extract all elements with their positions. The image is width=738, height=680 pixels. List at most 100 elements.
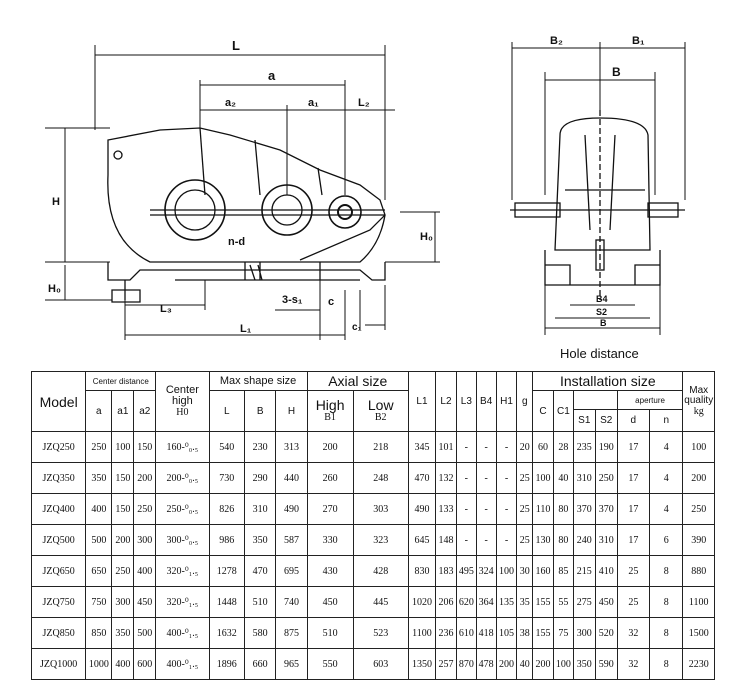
model-cell: JZQ250	[30, 431, 87, 463]
table-cell: 440	[275, 462, 308, 494]
table-cell: 250	[85, 431, 113, 463]
dim-label-B4: B4	[596, 294, 608, 304]
table-cell: 290	[243, 462, 277, 494]
table-cell: 418	[475, 617, 497, 649]
table-cell: 8	[649, 586, 684, 618]
table-cell: 200	[133, 462, 157, 494]
table-cell: 445	[352, 586, 409, 618]
dim-label-L2: L₂	[358, 97, 370, 109]
table-cell: 218	[352, 431, 409, 463]
table-cell: 200	[532, 648, 554, 680]
table-cell: 695	[275, 555, 308, 587]
header-aperture: aperture	[616, 390, 684, 410]
table-cell: 105	[495, 617, 518, 649]
table-cell: 183	[435, 555, 457, 587]
table-cell: 470	[243, 555, 277, 587]
table-cell: 490	[275, 493, 308, 525]
table-cell: 1448	[208, 586, 245, 618]
dim-label-a2: a₂	[225, 97, 236, 109]
table-cell: 523	[352, 617, 409, 649]
table-cell: 500	[85, 524, 113, 556]
table-cell: 248	[352, 462, 409, 494]
table-cell: 4	[649, 493, 684, 525]
table-cell: 38	[516, 617, 534, 649]
table-cell: -	[475, 431, 497, 463]
table-cell: 17	[616, 524, 651, 556]
table-cell: 80	[552, 493, 574, 525]
table-cell: 428	[352, 555, 409, 587]
dim-label-nd: n-d	[228, 236, 245, 248]
header-C: C	[532, 390, 554, 432]
dim-label-B: B	[612, 65, 621, 79]
table-cell: 880	[682, 555, 715, 587]
table-cell: 620	[455, 586, 477, 618]
header-S1: S1	[572, 409, 596, 432]
header-blank	[572, 390, 618, 410]
table-cell: 4	[649, 462, 684, 494]
table-cell: 587	[275, 524, 308, 556]
table-cell: 28	[552, 431, 574, 463]
table-cell: 730	[208, 462, 245, 494]
table-cell: 350	[111, 617, 135, 649]
table-cell: 510	[306, 617, 354, 649]
table-cell: 345	[407, 431, 437, 463]
table-cell: 110	[532, 493, 554, 525]
header-model: Model	[30, 371, 87, 432]
table-cell: 100	[111, 431, 135, 463]
table-cell: 350	[572, 648, 596, 680]
table-cell: 150	[111, 493, 135, 525]
table-cell: 17	[616, 462, 651, 494]
table-cell: 310	[243, 493, 277, 525]
table-cell: 6	[649, 524, 684, 556]
table-cell: 500	[133, 617, 157, 649]
dim-label-B1: B₁	[632, 35, 645, 47]
hole-distance-caption: Hole distance	[560, 346, 639, 361]
table-cell: -	[475, 462, 497, 494]
table-cell: 450	[133, 586, 157, 618]
table-cell: 850	[85, 617, 113, 649]
table-cell: 190	[594, 431, 618, 463]
table-cell: 20	[516, 431, 534, 463]
table-cell: 323	[352, 524, 409, 556]
table-cell: 40	[552, 462, 574, 494]
table-cell: 101	[435, 431, 457, 463]
model-cell: JZQ650	[30, 555, 87, 587]
table-cell: 1020	[407, 586, 437, 618]
header-H: H	[275, 390, 308, 432]
table-cell: 410	[594, 555, 618, 587]
dimension-lines	[45, 45, 440, 340]
table-cell: 25	[516, 462, 534, 494]
table-cell: 257	[435, 648, 457, 680]
table-cell: 610	[455, 617, 477, 649]
table-cell: 155	[532, 617, 554, 649]
table-cell: 330	[306, 524, 354, 556]
specification-table: Model Center distance Center high H0 Max…	[30, 371, 715, 680]
table-cell: 520	[594, 617, 618, 649]
table-cell: 4	[649, 431, 684, 463]
table-cell: 85	[552, 555, 574, 587]
header-g: g	[516, 371, 534, 432]
table-cell: 1100	[407, 617, 437, 649]
table-cell: 1500	[682, 617, 715, 649]
model-cell: JZQ850	[30, 617, 87, 649]
header-max-quality: Max quality kg	[682, 371, 715, 432]
table-cell: 470	[407, 462, 437, 494]
table-cell: 130	[532, 524, 554, 556]
header-a1: a1	[111, 390, 135, 432]
table-cell: 270	[306, 493, 354, 525]
table-cell: 235	[572, 431, 596, 463]
table-cell: 370	[594, 493, 618, 525]
table-cell: -	[495, 431, 518, 463]
table-cell: 320-⁰₁.₅	[155, 555, 210, 587]
table-cell: 750	[85, 586, 113, 618]
table-cell: 1100	[682, 586, 715, 618]
dim-label-a1: a₁	[308, 97, 319, 109]
table-cell: 236	[435, 617, 457, 649]
table-cell: 25	[616, 586, 651, 618]
table-cell: -	[495, 524, 518, 556]
gearbox-side-view	[107, 127, 386, 303]
table-cell: 495	[455, 555, 477, 587]
table-cell: 450	[306, 586, 354, 618]
